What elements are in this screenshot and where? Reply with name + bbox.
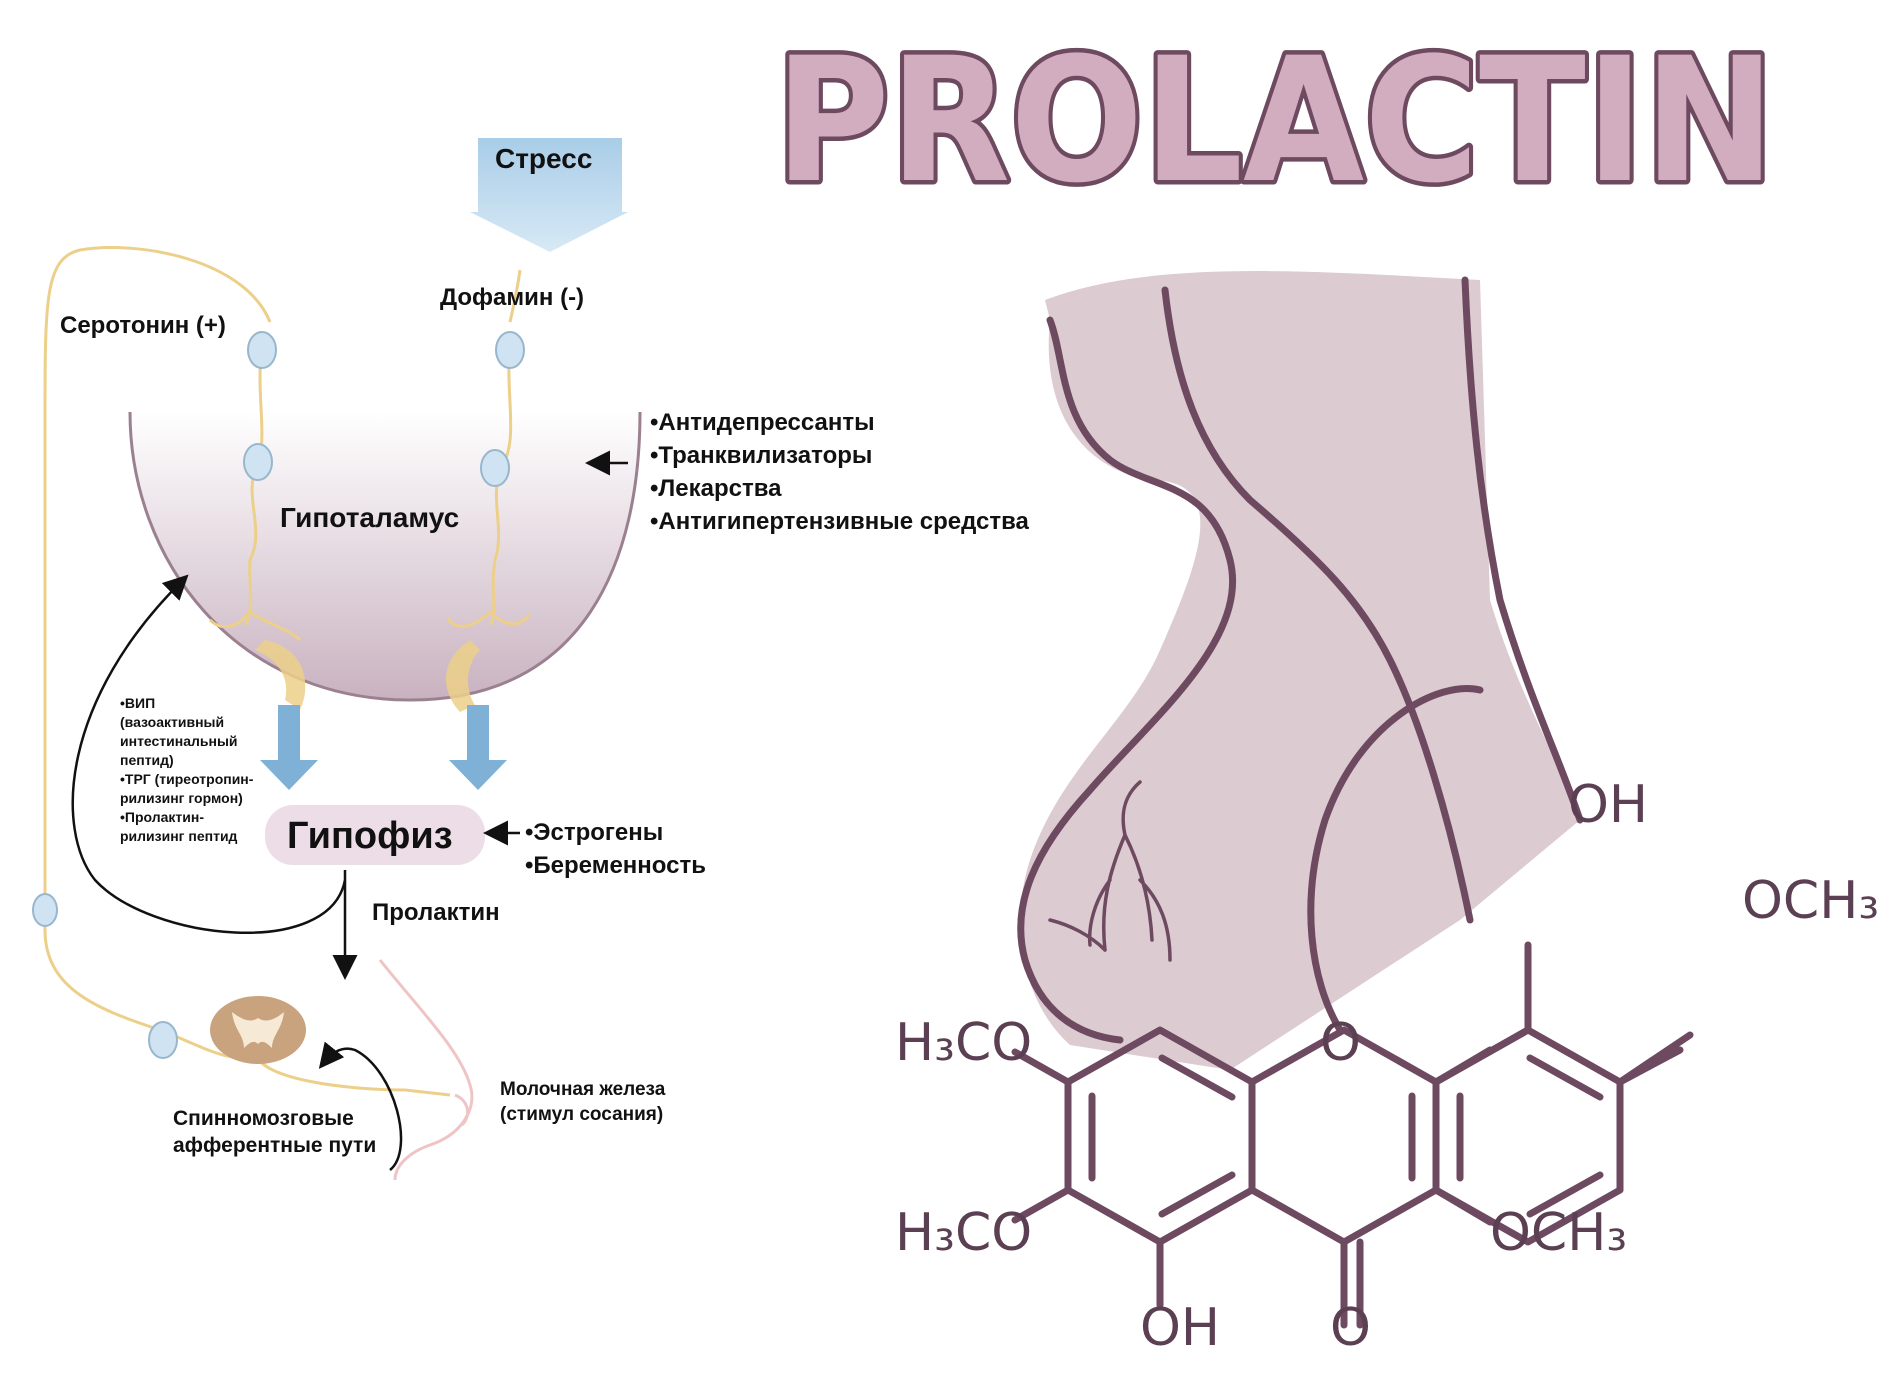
breast-fold [1307, 685, 1484, 1034]
bond-c-to-b [1432, 1046, 1494, 1086]
mammary-label-line: (стимул сосания) [500, 1104, 663, 1125]
mammary-label: Молочная железа (стимул сосания) [500, 1079, 666, 1125]
chemical-labels: OH OCH₃ H₃CO O H₃CO OCH₃ OH O [895, 775, 1879, 1358]
releasing-factor-line: пептид) [120, 752, 174, 768]
chemical-structure [1011, 941, 1694, 1329]
neuron-cells [32, 331, 525, 1059]
spinal-label-line: афферентные пути [173, 1134, 376, 1157]
stress-arrow [470, 138, 628, 252]
chem-och3-right: OCH₃ [1742, 871, 1879, 931]
drugs-list: •Антидепрессанты •Транквилизаторы •Лекар… [650, 409, 1030, 535]
dopamine-axon [488, 344, 513, 626]
releasing-factor-line: (вазоактивный [120, 714, 224, 730]
serotonin-axon [243, 344, 264, 626]
releasing-factor-line: интестинальный [120, 733, 238, 749]
hypothalamus-shape [128, 411, 642, 702]
torso-outline-left [1017, 316, 1236, 1044]
spinal-cord-section [210, 996, 306, 1064]
ring-a-double-bonds [1088, 1054, 1236, 1218]
dopamine-neuron-top [508, 269, 522, 323]
neuron-cell [495, 331, 525, 369]
chem-oh-top: OH [1568, 775, 1648, 835]
releasing-factor-line: •ТРГ (тиреотропин- [120, 771, 254, 787]
torso-silhouette [1020, 271, 1580, 1070]
chem-o-ring: O [1320, 1013, 1361, 1073]
torso-contour-right [1461, 276, 1584, 824]
breast-illustration [1017, 271, 1584, 1070]
releasing-factors: •ВИП (вазоактивный интестинальный пептид… [120, 695, 254, 844]
mammary-label-line: Молочная железа [500, 1079, 666, 1100]
small-breast-outline [378, 959, 474, 1181]
blue-arrow-left [260, 705, 318, 790]
drug-item: •Антидепрессанты [650, 409, 875, 436]
chem-o-keto: O [1330, 1298, 1371, 1358]
chem-h3co-1: H₃CO [895, 1013, 1032, 1073]
blue-arrow-right [449, 705, 507, 790]
chem-och3-bottom: OCH₃ [1490, 1203, 1627, 1263]
releasing-factor-line: •Пролактин- [120, 809, 204, 825]
releasing-factor-line: рилизинг пептид [120, 828, 238, 844]
neuron-cell [148, 1021, 178, 1059]
drug-item: •Антигипертензивные средства [650, 508, 1030, 535]
arrow-spinal-loop [318, 1041, 403, 1171]
spinal-label: Спинномозговые афферентные пути [173, 1107, 376, 1157]
neuron-cell [32, 893, 58, 927]
stress-label: Стресс [495, 143, 592, 174]
neuron-cell [480, 449, 510, 487]
pituitary-shape [265, 805, 485, 865]
releasing-factor-line: •ВИП [120, 695, 155, 711]
pituitary-input-item: •Беременность [525, 852, 706, 879]
pituitary-input-item: •Эстрогены [525, 819, 663, 846]
pituitary-label: Гипофиз [287, 815, 453, 857]
serotonin-label: Серотонин (+) [60, 312, 226, 339]
releasing-factor-line: рилизинг гормон) [120, 790, 243, 806]
dopamine-terminals [446, 610, 532, 628]
chem-oh-bottom: OH [1140, 1298, 1220, 1358]
portal-funnel-left [255, 640, 306, 710]
black-arrows [71, 450, 628, 1171]
torso-contour-inner [1161, 286, 1474, 924]
chem-h3co-2: H₃CO [895, 1203, 1032, 1263]
pituitary-inputs: •Эстрогены •Беременность [525, 819, 706, 879]
spinal-cord-grey-matter [232, 1012, 284, 1048]
portal-funnel-right [446, 640, 480, 712]
drug-item: •Лекарства [650, 475, 782, 502]
dopamine-label: Дофамин (-) [440, 284, 584, 311]
title: PROLACTIN [775, 20, 1775, 221]
drug-item: •Транквилизаторы [650, 442, 872, 469]
prolactin-label: Пролактин [372, 899, 500, 926]
neuron-cell [247, 331, 277, 369]
breast-veins [1048, 780, 1172, 962]
arrow-feedback-to-hypothalamus [71, 574, 347, 934]
serotonin-terminals [208, 610, 302, 642]
neuron-cell [243, 443, 273, 481]
hypothalamus-label: Гипоталамус [280, 502, 459, 533]
ring-b-double-bonds [1456, 1054, 1604, 1218]
spinal-label-line: Спинномозговые [173, 1107, 354, 1130]
